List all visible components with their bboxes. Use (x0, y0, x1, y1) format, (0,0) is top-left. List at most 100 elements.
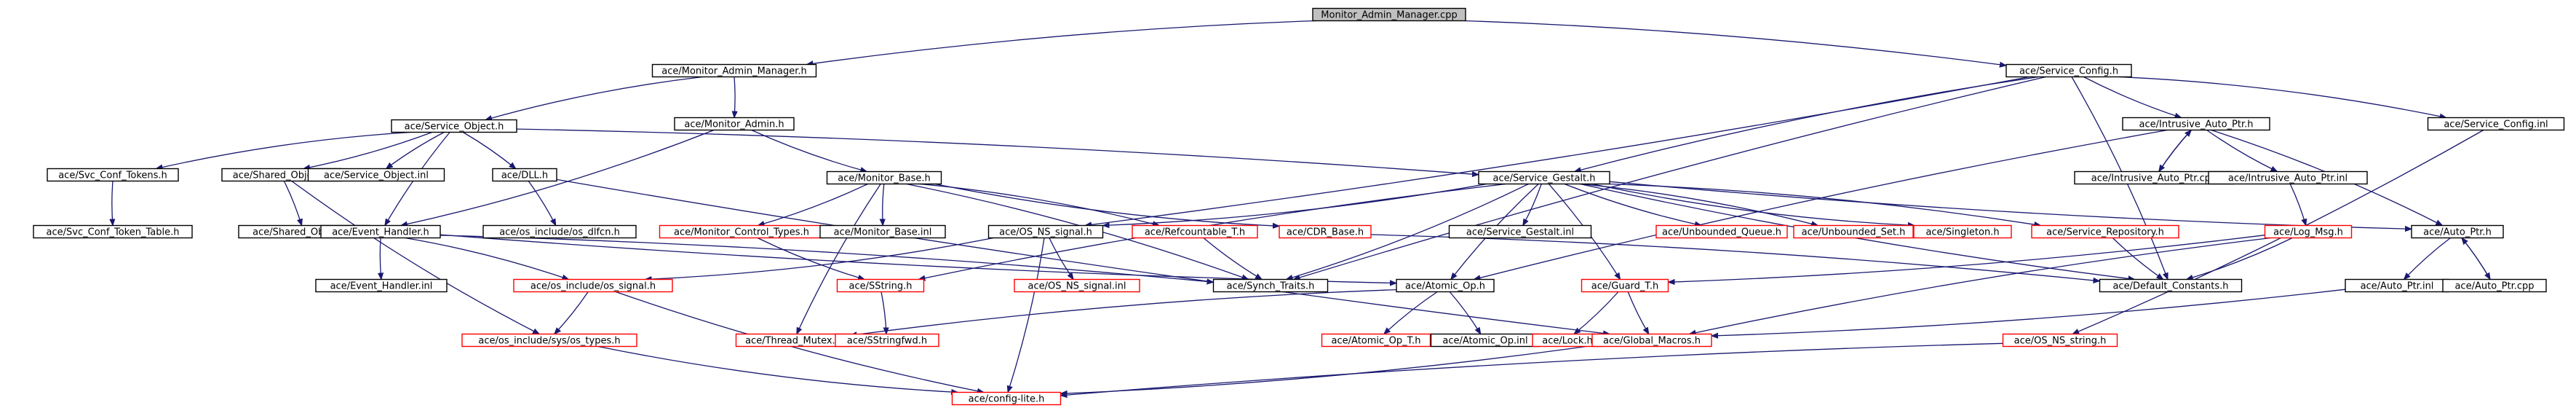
graph-node-guard-t[interactable]: ace/Guard_T.h (1581, 278, 1669, 293)
graph-node-svc-cfg[interactable]: ace/Service_Config.h (2005, 63, 2132, 78)
graph-node-svc-cfg-inl[interactable]: ace/Service_Config.inl (2427, 117, 2565, 131)
graph-node-root[interactable]: Monitor_Admin_Manager.cpp (1312, 7, 1466, 22)
graph-node-singleton[interactable]: ace/Singleton.h (1913, 224, 2012, 239)
node-label: ace/Auto_Ptr.cpp (2454, 281, 2534, 292)
node-label: ace/Event_Handler.h (332, 227, 429, 238)
graph-node-sstringfwd[interactable]: ace/SStringfwd.h (835, 333, 939, 348)
node-label: ace/Atomic_Op.inl (1442, 336, 1527, 347)
node-label: ace/Service_Gestalt.h (1492, 173, 1595, 184)
graph-node-svc-gestalt[interactable]: ace/Service_Gestalt.h (1478, 170, 1610, 185)
graph-node-auto-ptr-cpp[interactable]: ace/Auto_Ptr.cpp (2442, 278, 2547, 293)
edge-svc-obj-to-svc-gestalt (516, 128, 1479, 175)
node-label: ace/Service_Config.inl (2444, 119, 2548, 130)
node-label: ace/Intrusive_Auto_Ptr.h (2139, 119, 2254, 130)
graph-node-mon-admin[interactable]: ace/Monitor_Admin.h (674, 117, 795, 131)
graph-node-mon-base[interactable]: ace/Monitor_Base.h (826, 170, 942, 185)
graph-node-svc-conf-tokens[interactable]: ace/Svc_Conf_Tokens.h (47, 168, 179, 182)
edge-svc-gestalt-to-unb-queue (1564, 183, 1701, 226)
graph-node-config-lite[interactable]: ace/config-lite.h (951, 391, 1062, 406)
edge-evt-handler-to-os-signal (405, 237, 569, 280)
graph-node-unb-queue[interactable]: ace/Unbounded_Queue.h (1655, 224, 1788, 239)
graph-node-mam-h[interactable]: ace/Monitor_Admin_Manager.h (651, 63, 817, 78)
graph-node-os-ns-signal-inl[interactable]: ace/OS_NS_signal.inl (1014, 278, 1140, 293)
node-label: ace/Refcountable_T.h (1145, 227, 1245, 238)
graph-node-synch-traits[interactable]: ace/Synch_Traits.h (1212, 278, 1329, 293)
edge-atomic-op-to-atomic-op-t (1384, 291, 1438, 334)
graph-node-sstring[interactable]: ace/SString.h (836, 278, 925, 293)
graph-node-atomic-op-t[interactable]: ace/Atomic_Op_T.h (1321, 333, 1431, 348)
node-box (307, 168, 445, 182)
edge-mon-ctrl-types-to-sstring (757, 237, 864, 280)
graph-node-evt-handler-inl[interactable]: ace/Event_Handler.inl (315, 278, 448, 293)
graph-node-os-signal[interactable]: ace/os_include/os_signal.h (513, 278, 673, 293)
node-box (315, 278, 448, 293)
graph-node-os-dlfcn[interactable]: ace/os_include/os_dlfcn.h (482, 224, 637, 239)
graph-node-default-constants[interactable]: ace/Default_Constants.h (2099, 278, 2243, 293)
graph-node-svc-obj-inl[interactable]: ace/Service_Object.inl (307, 168, 445, 182)
graph-node-iap-h[interactable]: ace/Intrusive_Auto_Ptr.h (2122, 117, 2270, 131)
graph-node-cdr-base[interactable]: ace/CDR_Base.h (1279, 224, 1372, 239)
graph-node-svc-gestalt-inl[interactable]: ace/Service_Gestalt.inl (1448, 224, 1592, 239)
graph-node-log-msg[interactable]: ace/Log_Msg.h (2264, 224, 2353, 239)
graph-node-os-ns-string[interactable]: ace/OS_NS_string.h (2002, 333, 2118, 348)
graph-node-unb-set[interactable]: ace/Unbounded_Set.h (1793, 224, 1914, 239)
graph-node-mon-ctrl-types[interactable]: ace/Monitor_Control_Types.h (659, 224, 824, 239)
node-box (1793, 224, 1914, 239)
graph-node-iap-inl[interactable]: ace/Intrusive_Auto_Ptr.inl (2208, 170, 2368, 185)
node-label: ace/OS_NS_signal.inl (1027, 281, 1126, 292)
edge-atomic-op-to-atomic-op-inl (1449, 291, 1481, 334)
node-box (513, 278, 673, 293)
node-label: ace/Intrusive_Auto_Ptr.cpp (2091, 173, 2217, 184)
graph-node-refcountable[interactable]: ace/Refcountable_T.h (1132, 224, 1258, 239)
edge-os-signal-to-config-lite (615, 291, 984, 393)
edge-mon-base-to-refcountable (919, 183, 1159, 226)
edge-os-ns-signal-to-os-signal (645, 237, 994, 280)
graph-node-auto-ptr-h[interactable]: ace/Auto_Ptr.h (2411, 224, 2504, 239)
graph-node-svc-repo[interactable]: ace/Service_Repository.h (2031, 224, 2179, 239)
edge-shared-obj-to-shared-obj-inl (283, 181, 301, 226)
node-box (1312, 7, 1466, 22)
graph-node-mon-base-inl[interactable]: ace/Monitor_Base.inl (819, 224, 946, 239)
edge-svc-obj-to-shared-obj (303, 131, 433, 169)
edge-iap-h-to-iap-inl (2206, 129, 2278, 173)
node-label: ace/Atomic_Op.h (1405, 281, 1485, 292)
graph-node-global-macros[interactable]: ace/Global_Macros.h (1591, 333, 1712, 348)
node-box (835, 333, 939, 348)
graph-node-iap-cpp[interactable]: ace/Intrusive_Auto_Ptr.cpp (2074, 170, 2234, 185)
graph-node-thread-mutex[interactable]: ace/Thread_Mutex.h (735, 333, 851, 348)
node-label: ace/Monitor_Admin_Manager.h (661, 66, 807, 77)
node-label: ace/Thread_Mutex.h (745, 336, 841, 347)
node-label: ace/Service_Repository.h (2046, 227, 2164, 238)
node-label: ace/os_include/os_dlfcn.h (499, 227, 620, 238)
graph-node-evt-handler[interactable]: ace/Event_Handler.h (320, 224, 441, 239)
edge-guard-t-to-global-macros (1627, 291, 1649, 334)
node-box (1132, 224, 1258, 239)
node-label: ace/Shared_Object.h (233, 170, 330, 181)
node-label: ace/Auto_Ptr.inl (2361, 281, 2434, 292)
edge-os-ns-signal-to-os-ns-signal-inl (1049, 238, 1073, 280)
graph-node-svc-obj[interactable]: ace/Service_Object.h (391, 119, 517, 133)
node-box (819, 224, 946, 239)
graph-node-os-types[interactable]: ace/os_include/sys/os_types.h (461, 333, 637, 348)
edge-global-macros-to-config-lite (1061, 345, 1593, 393)
edge-refcountable-to-synch-traits (1203, 238, 1262, 280)
graph-node-atomic-op-inl[interactable]: ace/Atomic_Op.inl (1430, 333, 1541, 348)
node-label: ace/Log_Msg.h (2273, 227, 2343, 238)
graph-node-auto-ptr-inl[interactable]: ace/Auto_Ptr.inl (2345, 278, 2449, 293)
node-label: ace/Atomic_Op_T.h (1332, 336, 1421, 347)
edge-guard-t-to-lock-h (1574, 291, 1619, 334)
graph-node-lock-h[interactable]: ace/Lock.h (1532, 333, 1603, 348)
graph-node-atomic-op[interactable]: ace/Atomic_Op.h (1396, 278, 1495, 293)
graph-node-dll[interactable]: ace/DLL.h (492, 168, 557, 182)
edge-iap-inl-to-log-msg (2289, 184, 2306, 226)
graph-node-os-ns-signal[interactable]: ace/OS_NS_signal.h (987, 224, 1104, 239)
edge-auto-ptr-inl-to-global-macros (1712, 289, 2346, 336)
graph-node-svc-conf-token-table[interactable]: ace/Svc_Conf_Token_Table.h (33, 224, 193, 239)
node-label: ace/Guard_T.h (1591, 281, 1658, 292)
edge-auto-ptr-cpp-to-auto-ptr-h (2462, 238, 2491, 280)
node-label: ace/SString.h (849, 281, 913, 292)
node-box (1448, 224, 1592, 239)
node-box (2122, 117, 2270, 131)
edge-svc-gestalt-to-unb-set (1579, 183, 1818, 226)
